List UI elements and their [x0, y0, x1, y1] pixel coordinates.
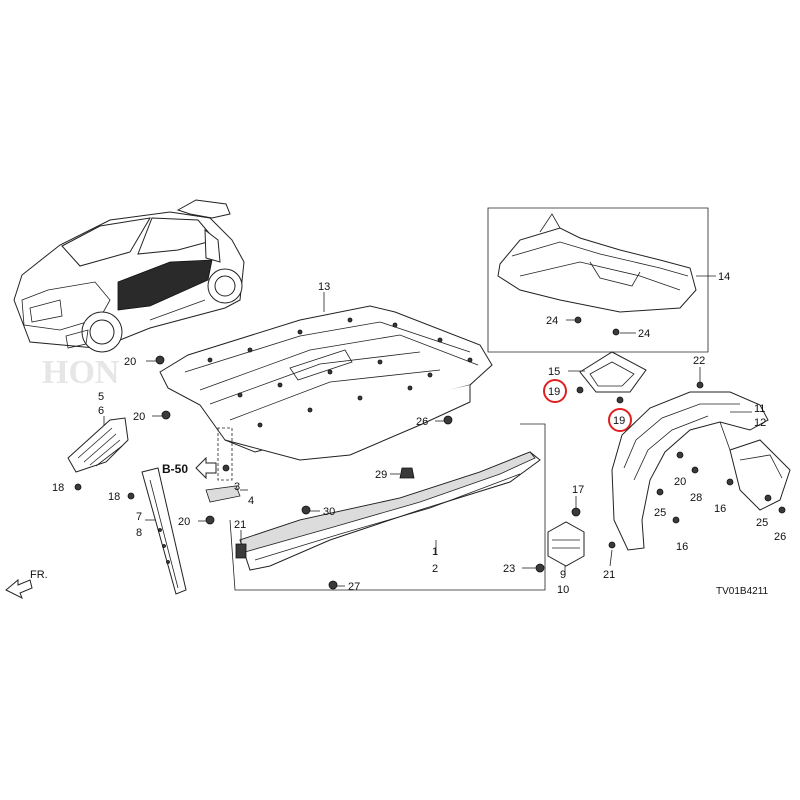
label-10: 10	[557, 584, 569, 596]
label-9: 9	[560, 569, 566, 581]
clip-b50	[222, 464, 230, 472]
label-5: 5	[98, 391, 104, 403]
leader-21b	[609, 549, 613, 567]
bolt-20a	[146, 355, 165, 365]
fender-liner-11-12	[608, 381, 791, 551]
highlight-19b	[608, 408, 632, 432]
label-20b: 20	[133, 411, 145, 423]
direction-label: FR.	[30, 569, 48, 581]
clip-19a	[576, 386, 584, 394]
label-25b: 25	[756, 517, 768, 529]
label-27: 27	[348, 581, 360, 593]
label-7: 7	[136, 511, 142, 523]
label-11: 11	[754, 403, 765, 415]
label-8: 8	[136, 527, 142, 539]
clip-21a	[235, 543, 247, 559]
label-3: 3	[234, 481, 240, 493]
inset-box-14	[487, 207, 709, 353]
side-sill-1-2	[229, 423, 546, 591]
side-vent-5-6	[67, 417, 129, 473]
label-21b: 21	[603, 569, 615, 581]
label-24a: 24	[546, 315, 558, 327]
label-26a: 26	[416, 416, 428, 428]
label-14: 14	[718, 271, 730, 283]
bracket-15	[579, 351, 647, 393]
bolt-20c	[198, 515, 215, 525]
clip-19b	[616, 396, 624, 404]
label-15: 15	[548, 366, 560, 378]
bolt-18b	[127, 492, 135, 500]
label-24b: 24	[638, 328, 650, 340]
label-20c: 20	[178, 516, 190, 528]
label-26b: 26	[774, 531, 786, 543]
dashed-link	[217, 427, 233, 481]
label-19a: 19	[548, 386, 560, 398]
diagram-code: TV01B4211	[716, 586, 769, 597]
bolt-18a	[74, 483, 82, 491]
bracket-9-10	[547, 521, 585, 567]
highlight-19a	[543, 379, 567, 403]
section-ref-label: B-50	[162, 462, 188, 476]
watermark-text: HON	[42, 354, 120, 391]
clip-29	[399, 467, 415, 479]
label-13: 13	[318, 281, 330, 293]
bracket-3-4	[205, 485, 241, 503]
bolt-27	[328, 580, 338, 590]
label-16a: 16	[714, 503, 726, 515]
bolt-17	[571, 507, 581, 517]
label-12: 12	[754, 417, 766, 429]
bolt-20b	[152, 410, 171, 420]
label-4: 4	[248, 495, 254, 507]
label-28: 28	[690, 492, 702, 504]
label-21a: 21	[234, 519, 246, 531]
label-18b: 18	[108, 491, 120, 503]
label-20a: 20	[124, 356, 136, 368]
section-ref-b50	[195, 456, 217, 480]
label-22: 22	[693, 355, 705, 367]
label-30: 30	[323, 506, 335, 518]
bolt-23	[535, 563, 545, 573]
bolt-26a	[443, 415, 453, 425]
label-6: 6	[98, 405, 104, 417]
label-16b: 16	[676, 541, 688, 553]
label-19b: 19	[613, 415, 625, 427]
car-thumbnail	[13, 199, 245, 353]
label-20d: 20	[674, 476, 686, 488]
label-23: 23	[503, 563, 515, 575]
floor-undercover-13	[159, 305, 493, 461]
label-25a: 25	[654, 507, 666, 519]
label-18a: 18	[52, 482, 64, 494]
label-1: 1	[432, 546, 438, 558]
label-17: 17	[572, 484, 584, 496]
clip-30	[301, 505, 311, 515]
trim-strip-7-8	[141, 467, 187, 595]
front-direction-arrow	[5, 578, 33, 600]
label-2: 2	[432, 563, 438, 575]
label-29: 29	[375, 469, 387, 481]
